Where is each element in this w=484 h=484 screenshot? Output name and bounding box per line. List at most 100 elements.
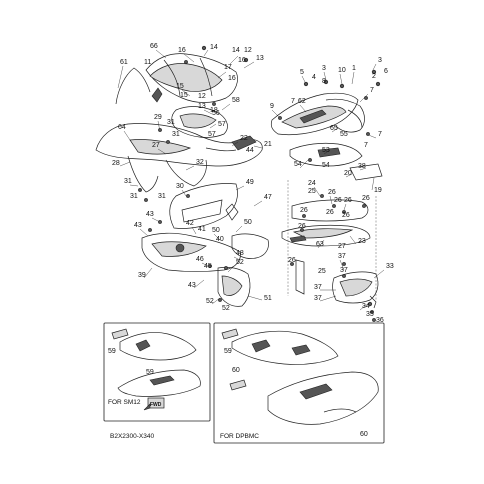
part-number-label: 25 xyxy=(308,188,316,195)
part-number-label: 39 xyxy=(138,272,146,279)
part-number-label: 5 xyxy=(300,69,304,76)
part-number-label: 49 xyxy=(246,179,254,186)
part-number-label: 42 xyxy=(186,220,194,227)
part-number-label: 54 xyxy=(322,162,330,169)
part-number-label: 53 xyxy=(322,147,330,154)
part-number-label: 33 xyxy=(386,263,394,270)
part-number-label: 31 xyxy=(130,193,138,200)
part-number-label: 20 xyxy=(344,170,352,177)
part-number-label: 16 xyxy=(228,75,236,82)
part-number-label: 31 xyxy=(167,119,175,126)
part-number-label: 22 xyxy=(240,135,248,142)
inset-caption: FOR SM12 xyxy=(108,399,141,406)
lower-panel-assembly xyxy=(281,180,379,309)
part-number-label: 43 xyxy=(146,211,154,218)
part-number-label: 7 xyxy=(370,87,374,94)
part-number-label: 4 xyxy=(312,74,316,81)
inset-caption: FOR DPBMC xyxy=(220,433,259,440)
part-number-label: 26 xyxy=(298,223,306,230)
part-number-label: 57 xyxy=(208,131,216,138)
part-number-label: 3 xyxy=(322,65,326,72)
part-number-label: 64 xyxy=(118,124,126,131)
part-number-label: 26 xyxy=(300,207,308,214)
part-number-label: 8 xyxy=(322,78,326,85)
part-number-label: 24 xyxy=(308,180,316,187)
part-number-label: 13 xyxy=(256,55,264,62)
inset-part-number-label: 60 xyxy=(360,431,368,438)
part-number-label: 56 xyxy=(212,110,220,117)
part-number-label: 12 xyxy=(244,47,252,54)
part-number-label: 50 xyxy=(212,227,220,234)
part-number-label: 26 xyxy=(334,197,342,204)
part-number-label: 35 xyxy=(366,311,374,318)
part-number-label: 6 xyxy=(384,68,388,75)
part-number-label: 51 xyxy=(264,295,272,302)
part-number-label: 46 xyxy=(196,256,204,263)
part-number-label: 38 xyxy=(358,163,366,170)
part-number-label: 11 xyxy=(144,59,151,66)
part-number-label: 54 xyxy=(294,161,302,168)
inset-part-number-label: 59 xyxy=(224,348,232,355)
part-number-label: 41 xyxy=(198,226,206,233)
fwd-arrow xyxy=(143,397,165,411)
part-number-label: 26 xyxy=(326,209,334,216)
side-cover-assembly xyxy=(141,183,269,307)
part-number-label: 7 xyxy=(291,98,295,105)
part-number-label: 57 xyxy=(218,121,226,128)
part-number-label: 52 xyxy=(222,305,230,312)
part-number-label: 14 xyxy=(210,44,218,51)
fasteners xyxy=(138,45,381,322)
part-number-label: 37 xyxy=(340,267,348,274)
part-number-label: 26 xyxy=(342,212,350,219)
front-cowl-assembly xyxy=(270,92,383,181)
part-number-label: 27 xyxy=(338,243,346,250)
part-number-label: 32 xyxy=(196,159,204,166)
part-number-label: 13 xyxy=(198,103,206,110)
part-number-label: 16 xyxy=(178,47,186,54)
part-number-label: 31 xyxy=(158,193,166,200)
part-number-label: 27 xyxy=(152,142,160,149)
part-number-label: 36 xyxy=(376,317,384,324)
part-number-label: 47 xyxy=(264,194,272,201)
part-number-label: 37 xyxy=(314,295,322,302)
part-number-label: 55 xyxy=(340,131,348,138)
part-number-label: 63 xyxy=(316,241,324,248)
part-number-label: 15 xyxy=(180,92,188,99)
part-number-label: 26 xyxy=(362,195,370,202)
part-number-label: 48 xyxy=(236,250,244,257)
part-number-label: 52 xyxy=(206,298,214,305)
part-number-label: 31 xyxy=(172,131,180,138)
part-number-label: 3 xyxy=(378,57,382,64)
part-number-label: 7 xyxy=(364,142,368,149)
part-number-label: 26 xyxy=(344,197,352,204)
part-number-label: 40 xyxy=(216,236,224,243)
part-number-label: 52 xyxy=(236,259,244,266)
diagram-code: B2X2300-X340 xyxy=(110,433,154,440)
part-number-label: 45 xyxy=(204,263,212,270)
part-number-label: 23 xyxy=(358,238,366,245)
part-number-label: 12 xyxy=(198,93,206,100)
part-number-label: 62 xyxy=(298,98,306,105)
part-number-label: 30 xyxy=(176,183,184,190)
part-number-label: 66 xyxy=(150,43,158,50)
part-number-label: 44 xyxy=(246,147,254,154)
part-number-label: 14 xyxy=(232,47,240,54)
part-number-label: 16 xyxy=(238,57,246,64)
part-number-label: 37 xyxy=(338,253,346,260)
upper-cowl-assembly xyxy=(95,53,263,193)
part-number-label: 37 xyxy=(314,284,322,291)
part-number-label: 26 xyxy=(288,257,296,264)
part-number-label: 2 xyxy=(372,73,376,80)
fwd-label: FWD xyxy=(150,402,162,408)
part-number-label: 1 xyxy=(352,65,356,72)
part-number-label: 34 xyxy=(362,303,370,310)
part-number-label: 7 xyxy=(378,131,382,138)
part-number-label: 18 xyxy=(210,107,218,114)
inset-part-number-label: 59 xyxy=(108,348,116,355)
part-number-label: 17 xyxy=(224,64,232,71)
part-number-label: 19 xyxy=(374,187,382,194)
part-number-label: 21 xyxy=(264,141,272,148)
